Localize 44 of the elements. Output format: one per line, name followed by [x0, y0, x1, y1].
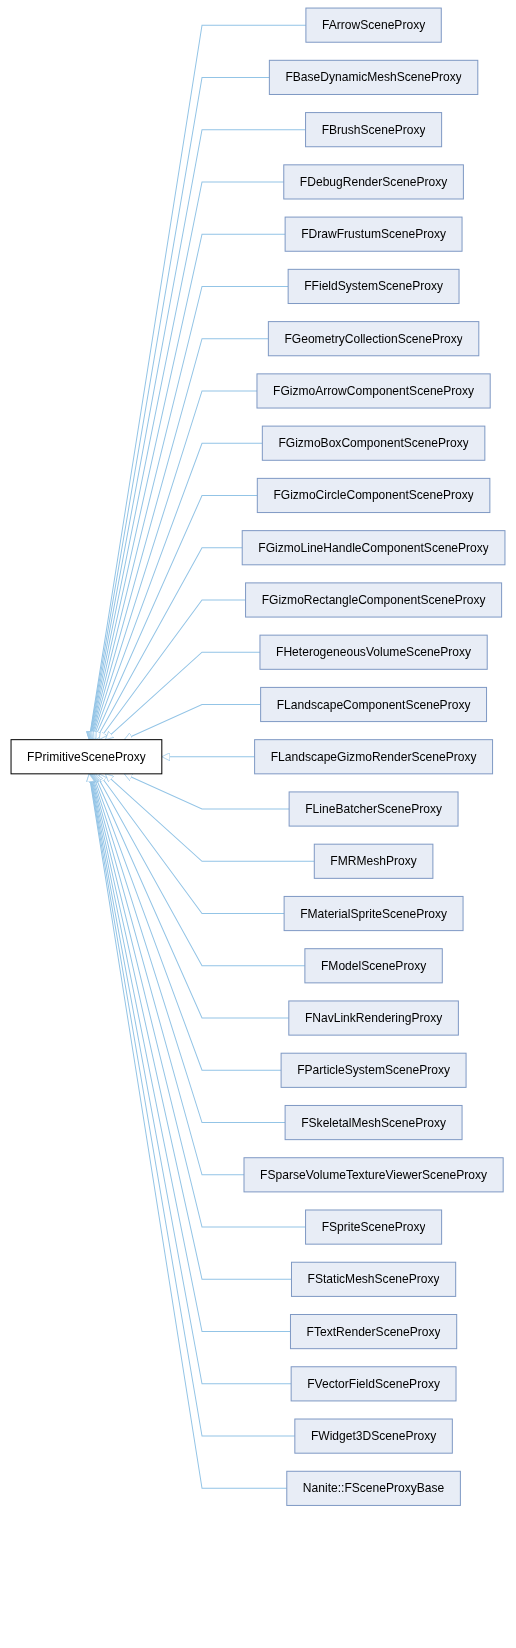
- arrow: [98, 599, 247, 741]
- arrow: [104, 651, 261, 741]
- node-box: FBrushSceneProxy: [305, 112, 443, 148]
- node-box: FTextRenderSceneProxy: [289, 1314, 458, 1350]
- arrow: [95, 773, 306, 967]
- arrow: [90, 390, 258, 741]
- arrow: [98, 773, 285, 914]
- node-box: FSparseVolumeTextureViewerSceneProxy: [243, 1157, 504, 1193]
- arrow: [123, 773, 290, 810]
- node-box: FGizmoCircleComponentSceneProxy: [256, 477, 491, 514]
- node-box: FGizmoRectangleComponentSceneProxy: [245, 582, 503, 618]
- node-box: FLandscapeGizmoRenderSceneProxy: [254, 739, 494, 775]
- node-box: FHeterogeneousVolumeSceneProxy: [259, 634, 488, 670]
- node-box: FGeometryCollectionSceneProxy: [267, 321, 480, 357]
- node-box: FLandscapeComponentSceneProxy: [260, 686, 488, 723]
- arrow: [93, 494, 258, 741]
- node-box: FGizmoBoxComponentSceneProxy: [261, 425, 486, 461]
- node-box: FDrawFrustumSceneProxy: [284, 216, 463, 252]
- node-box: FArrowSceneProxy: [305, 7, 442, 43]
- node-box: FLineBatcherSceneProxy: [288, 791, 459, 827]
- node-box: FNavLinkRenderingProxy: [288, 1000, 459, 1036]
- arrow: [123, 704, 262, 741]
- arrow: [95, 547, 243, 741]
- node-box: FPrimitiveSceneProxy: [10, 739, 163, 775]
- arrow: [161, 752, 256, 762]
- node-box: FFieldSystemSceneProxy: [287, 268, 460, 304]
- arrow: [93, 773, 290, 1019]
- node-box: FStaticMeshSceneProxy: [291, 1261, 457, 1297]
- node-box: FMaterialSpriteSceneProxy: [283, 895, 464, 932]
- node-box: FGizmoLineHandleComponentSceneProxy: [241, 530, 506, 566]
- arrow: [104, 773, 315, 862]
- node-box: Nanite::FSceneProxyBase: [286, 1470, 461, 1506]
- arrow: [89, 338, 269, 741]
- node-box: FGizmoArrowComponentSceneProxy: [256, 373, 491, 409]
- node-box: FDebugRenderSceneProxy: [283, 164, 464, 200]
- node-box: FBaseDynamicMeshSceneProxy: [268, 59, 479, 95]
- node-box: FSkeletalMeshSceneProxy: [284, 1104, 463, 1141]
- node-box: FWidget3DSceneProxy: [294, 1418, 453, 1454]
- node-box: FParticleSystemSceneProxy: [280, 1052, 467, 1088]
- arrow: [91, 442, 263, 741]
- node-box: FSpriteSceneProxy: [305, 1209, 443, 1245]
- node-box: FVectorFieldSceneProxy: [290, 1366, 457, 1402]
- node-box: FMRMeshProxy: [313, 843, 434, 879]
- node-box: FModelSceneProxy: [304, 948, 443, 984]
